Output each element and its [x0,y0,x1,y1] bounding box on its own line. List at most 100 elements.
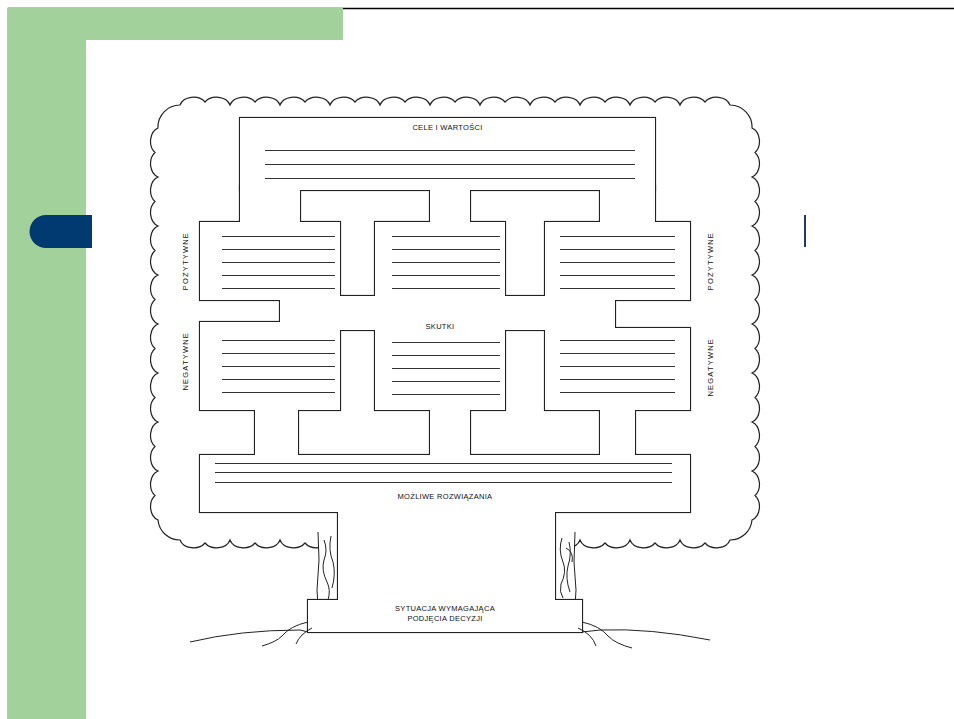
writing-line [215,472,672,473]
writing-line [222,366,335,367]
writing-line [222,353,335,354]
writing-line [392,262,500,263]
trunk-side [317,532,319,606]
box-label: NEGATYWNE [706,338,716,397]
maze-part [200,222,340,300]
writing-lines [215,151,675,483]
maze-part [240,186,300,226]
writing-line [392,249,500,250]
box-label: NEGATYWNE [181,332,191,391]
maze-part [240,118,655,190]
maze-part [200,455,690,512]
accent-line [804,215,806,247]
maze-part [600,186,655,226]
writing-line [560,340,675,341]
writing-line [560,249,675,250]
ground-line [582,630,710,640]
maze-part [375,222,505,300]
writing-line [392,355,500,356]
writing-line [392,275,500,276]
maze-part [308,600,582,632]
maze-part [255,406,298,459]
writing-line [560,275,675,276]
writing-line [560,366,675,367]
bark-line [323,540,329,600]
writing-line [222,340,335,341]
bark-line [330,536,334,588]
writing-line [392,236,500,237]
maze-part [430,186,470,226]
maze-part [545,222,690,300]
maze-part [600,186,655,226]
writing-line [265,164,635,165]
writing-line [560,262,675,263]
writing-line [215,482,672,483]
section-label: SKUTKI [375,322,505,331]
maze-part [545,222,690,300]
maze-part [545,328,690,410]
maze-part [200,455,690,512]
writing-line [222,262,335,263]
maze-part [200,222,340,300]
writing-line [222,249,335,250]
maze-fill [200,118,690,632]
maze-part [375,222,505,300]
box-label: POZYTYWNE [706,232,716,290]
maze-part [240,118,655,190]
writing-line [222,379,335,380]
maze-part [430,406,470,459]
branch-box: POZYTYWNE [200,222,340,300]
branch-box: SYTUACJA WYMAGAJĄCA PODJĘCIA DECYZJI [308,601,582,632]
slide-frame [9,9,954,719]
writing-line [560,288,675,289]
root [262,622,308,646]
box-label: SYTUACJA WYMAGAJĄCA PODJĘCIA DECYZJI [386,604,504,624]
maze-part [200,322,340,410]
writing-line [265,150,635,151]
maze-part [255,406,298,459]
maze-part [338,508,555,604]
writing-line [392,368,500,369]
maze-outline [200,118,690,632]
maze-part [430,186,470,226]
branch-box: MOŻLIWE ROZWIĄZANIA [200,490,690,512]
maze-part [200,322,340,410]
maze-part [600,406,635,459]
maze-part [338,508,555,604]
maze-part [240,186,300,226]
writing-line [222,275,335,276]
bark-knot [566,548,572,562]
writing-line [265,178,635,179]
trunk-side [574,532,576,606]
writing-line [392,381,500,382]
ground-roots [190,622,710,648]
box-label: CELE I WARTOŚCI [240,123,655,133]
writing-line [215,463,672,464]
writing-line [392,342,500,343]
box-label: MOŻLIWE ROZWIĄZANIA [200,492,690,502]
writing-line [392,288,500,289]
green-bar [8,8,86,719]
writing-line [222,236,335,237]
writing-line [560,236,675,237]
maze-part [600,406,635,459]
root [578,628,596,646]
writing-line [560,379,675,380]
writing-line [222,392,335,393]
branch-box: NEGATYWNE [545,328,690,410]
maze-part [375,322,505,410]
writing-line [392,394,500,395]
ground-line [190,630,308,642]
bark-line [560,538,564,598]
box-label: POZYTYWNE [181,232,191,290]
writing-line [222,288,335,289]
maze-part [375,322,505,410]
maze-part [430,406,470,459]
branch-box: POZYTYWNE [545,222,690,300]
writing-line [560,353,675,354]
root [296,628,312,644]
maze-part [545,328,690,410]
maze-part [308,600,582,632]
